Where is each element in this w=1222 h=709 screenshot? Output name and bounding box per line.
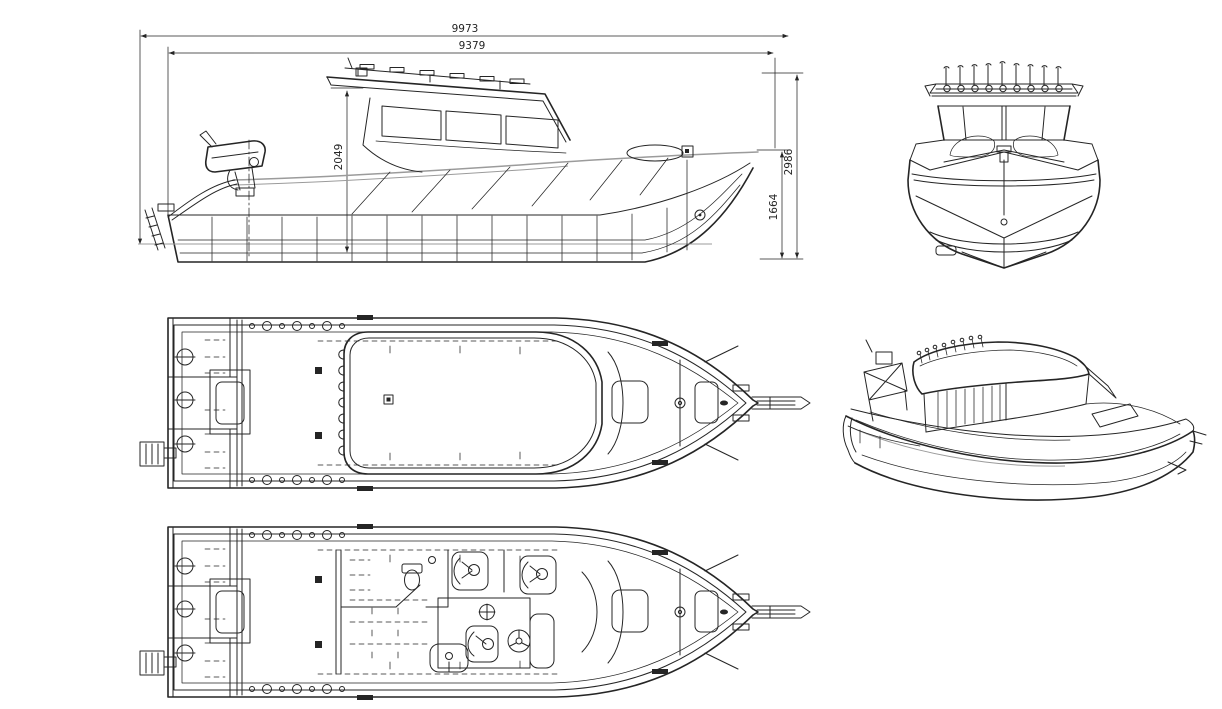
rod-holder-rack — [924, 61, 1084, 97]
front-cabin — [931, 95, 1077, 158]
dim-label-bow-depth: 1664 — [768, 193, 780, 220]
sink — [428, 556, 436, 564]
passenger-seat — [519, 555, 557, 595]
roof-rocket-launchers — [338, 349, 345, 456]
rod-holders — [943, 61, 1063, 93]
helm-seat — [465, 625, 499, 663]
pilothouse — [326, 57, 571, 173]
helm-station — [465, 613, 555, 669]
helm-console — [529, 613, 555, 669]
iso-rod-holders — [916, 334, 984, 364]
galley-unit — [429, 643, 469, 673]
foredeck-liferaft — [626, 144, 684, 162]
toilet-room — [340, 549, 449, 608]
seated-figure-head — [468, 564, 480, 576]
dinette — [437, 597, 531, 669]
nav-light — [355, 67, 368, 77]
sheer-rail — [167, 144, 759, 221]
hull-skeg — [935, 245, 957, 256]
hull-profile — [138, 159, 754, 263]
helm-seat-silhouette — [949, 135, 995, 158]
toilet — [404, 569, 420, 591]
dimension-lines: 9973 9379 2049 2986 1664 — [137, 23, 804, 260]
isometric-view — [842, 334, 1207, 501]
dim-label-overall-height: 2986 — [783, 148, 795, 175]
berth-cushions — [349, 599, 431, 659]
bow-elevation-view — [907, 61, 1101, 269]
outboard-motor — [199, 130, 266, 259]
iso-stern-tower — [847, 339, 921, 449]
seated-figure-head — [536, 568, 548, 580]
cabin-roof-top — [338, 331, 603, 475]
dim-label-overall-length: 9973 — [452, 23, 479, 35]
iso-foredeck-hatch — [1091, 403, 1139, 428]
helm-seat-silhouette — [1013, 135, 1059, 158]
roof-rack — [344, 57, 531, 90]
helm-figure-head — [482, 638, 494, 650]
roof-hatch-symbol — [383, 394, 394, 405]
side-elevation-view: 9973 9379 2049 2986 1664 — [137, 23, 804, 263]
interior-layout — [335, 549, 598, 675]
dim-label-deckhouse-height: 2049 — [333, 144, 345, 171]
passenger-seat — [451, 551, 489, 591]
dim-label-hull-length: 9379 — [459, 40, 486, 52]
iso-hull — [842, 408, 1207, 501]
interior-plan-view — [139, 523, 811, 701]
front-hull — [907, 139, 1101, 269]
iso-cabin — [912, 334, 1181, 433]
cabin-windows — [375, 105, 567, 154]
deck-plan-view — [139, 314, 811, 492]
stern-boarding-ladder — [144, 203, 175, 251]
